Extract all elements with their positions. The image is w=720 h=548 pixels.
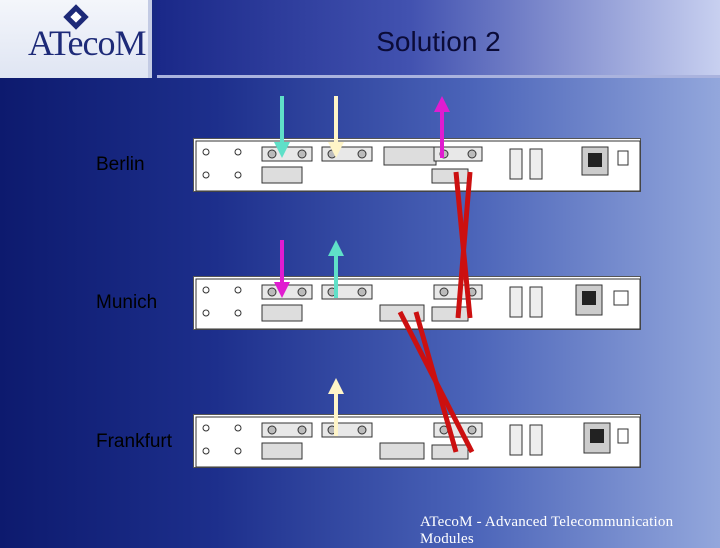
device-panel-berlin [193,138,641,192]
logo-text: ATecoM [28,23,146,63]
site-label-frankfurt: Frankfurt [96,431,173,452]
arrow-magenta-down-icon [274,240,290,298]
cable-munich-frankfurt [397,310,475,454]
arrow-cream-up-icon [328,378,344,436]
site-label-munich: Munich [96,292,158,313]
arrow-cyan-down-icon [274,96,290,158]
arrow-magenta-up-icon [434,96,450,158]
title-bar: Solution 2 [157,0,720,78]
arrow-cream-down-icon [328,96,344,158]
footer-text: ATecoM - Advanced Telecommunication Modu… [420,514,674,547]
slide-title: Solution 2 [376,26,501,57]
device-panel-drawing [195,140,641,192]
site-label-berlin: Berlin [96,154,145,175]
device-panel-drawing [195,416,641,468]
arrow-cyan-up-icon [328,240,344,298]
logo: ATecoM [0,0,152,78]
device-panel-frankfurt [193,414,641,468]
cable-berlin-munich [453,171,473,319]
